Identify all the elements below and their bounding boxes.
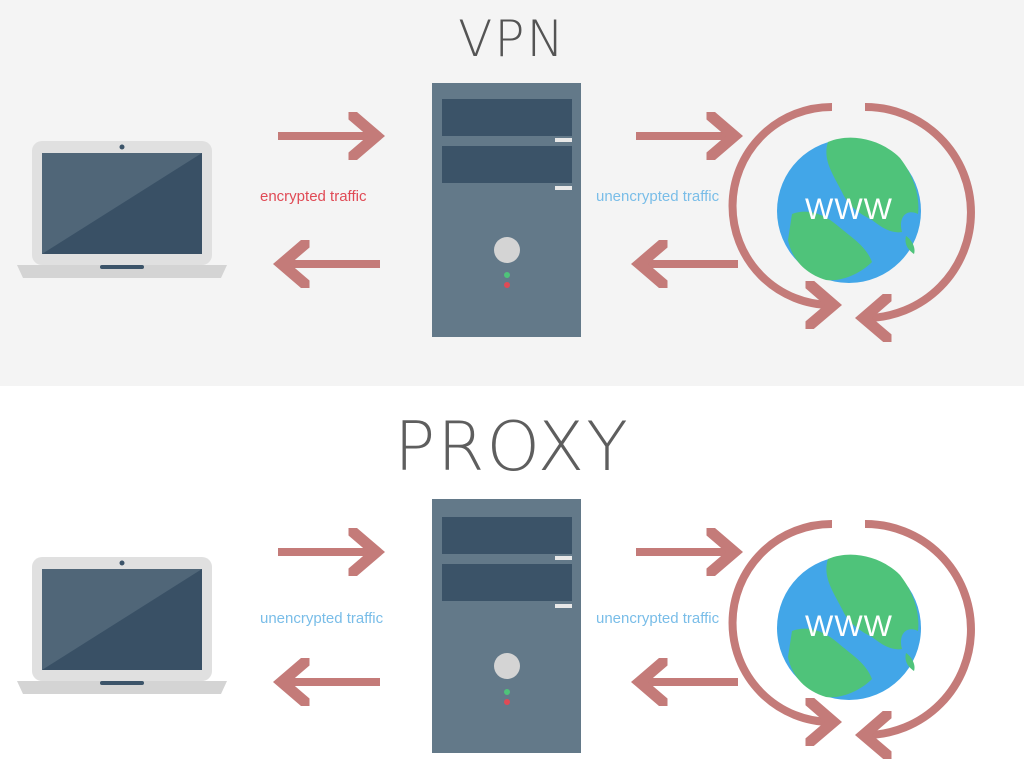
- proxy-diagram: [17, 499, 975, 770]
- vpn-client-arrows: [278, 136, 380, 264]
- globe-icon: [728, 519, 975, 735]
- proxy-globe-text: WWW: [805, 610, 893, 643]
- vpn-panel: VPN: [0, 0, 1024, 386]
- vpn-internet-arrows: [636, 136, 738, 264]
- proxy-panel: PROXY: [0, 386, 1024, 770]
- laptop-icon: [17, 141, 227, 278]
- proxy-client-arrows: [278, 552, 380, 682]
- server-icon: [432, 499, 581, 753]
- proxy-client-traffic-label: unencrypted traffic: [260, 610, 384, 627]
- vpn-globe-text: WWW: [805, 193, 893, 226]
- proxy-internet-traffic-label: unencrypted traffic: [596, 610, 720, 627]
- laptop-icon: [17, 557, 227, 694]
- vpn-title: VPN: [458, 10, 566, 68]
- globe-icon: [728, 102, 975, 318]
- server-icon: [432, 83, 581, 337]
- proxy-internet-arrows: [636, 552, 738, 682]
- proxy-title: PROXY: [394, 408, 630, 487]
- vpn-internet-traffic-label: unencrypted traffic: [596, 188, 720, 205]
- vpn-diagram: [17, 83, 975, 386]
- vpn-client-traffic-label: encrypted traffic: [260, 188, 367, 205]
